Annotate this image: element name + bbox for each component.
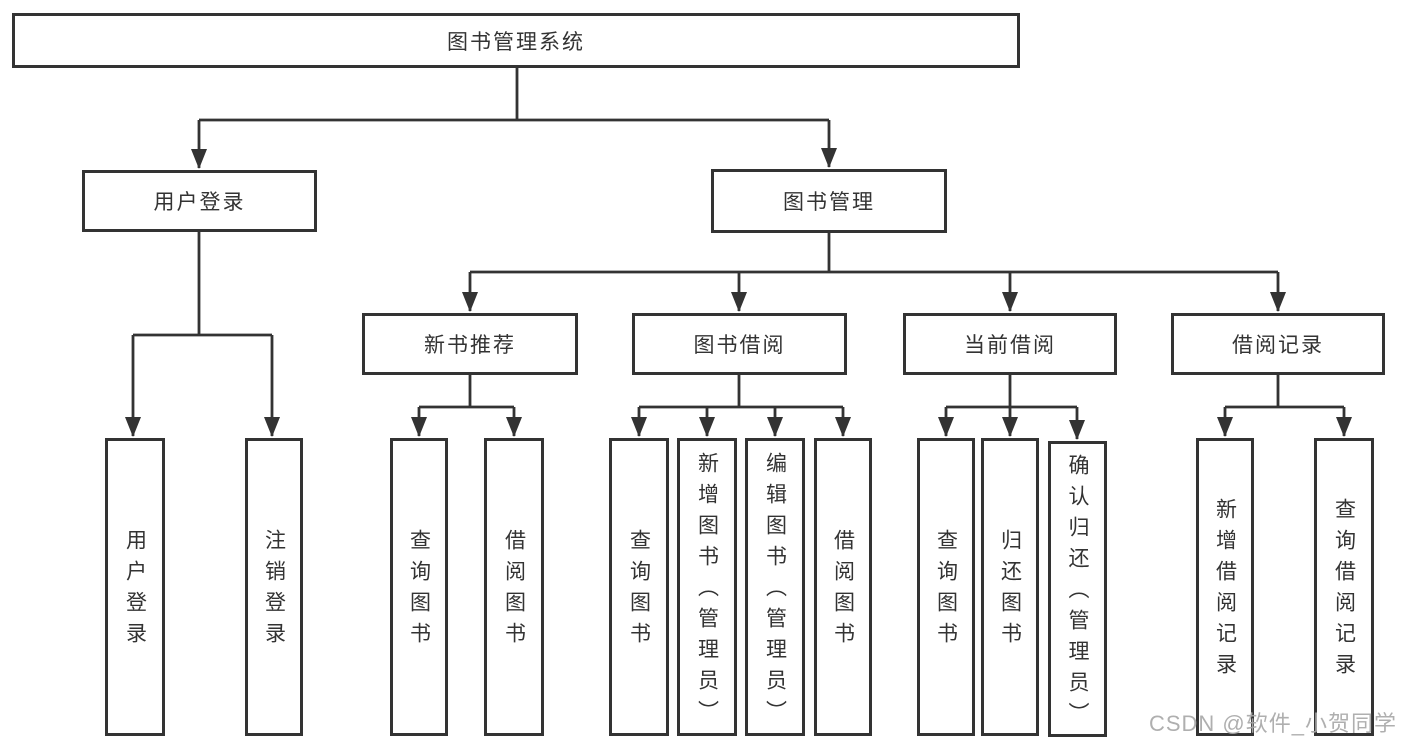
node-new-book-recommend-label: 新书推荐	[424, 334, 516, 357]
leaf-user-login-label: 用户登录	[123, 529, 147, 653]
node-root-system: 图书管理系统	[12, 13, 1020, 68]
node-new-book-recommend: 新书推荐	[362, 313, 578, 375]
node-current-borrow: 当前借阅	[903, 313, 1117, 375]
leaf-edit-books-admin-label: 编辑图书（管理员）	[763, 451, 787, 731]
leaf-query-books-1-label: 查询图书	[407, 529, 431, 653]
node-root-label: 图书管理系统	[447, 30, 585, 54]
leaf-add-borrow-record-label: 新增借阅记录	[1213, 498, 1237, 684]
leaf-add-books-admin: 新增图书（管理员）	[677, 438, 737, 736]
leaf-add-books-admin-label: 新增图书（管理员）	[695, 451, 719, 731]
leaf-confirm-return-admin: 确认归还（管理员）	[1048, 441, 1107, 737]
leaf-return-books-label: 归还图书	[998, 529, 1022, 653]
leaf-query-books-2: 查询图书	[609, 438, 669, 736]
node-user-login-label: 用户登录	[153, 191, 246, 214]
leaf-edit-books-admin: 编辑图书（管理员）	[745, 438, 805, 736]
leaf-query-books-3-label: 查询图书	[934, 529, 958, 653]
leaf-logout: 注销登录	[245, 438, 303, 736]
leaf-confirm-return-admin-label: 确认归还（管理员）	[1066, 453, 1089, 733]
leaf-borrow-books-1-label: 借阅图书	[502, 529, 526, 653]
node-borrow-records: 借阅记录	[1171, 313, 1385, 375]
leaf-borrow-books-2-label: 借阅图书	[831, 529, 855, 653]
leaf-return-books: 归还图书	[981, 438, 1039, 736]
leaf-borrow-books-1: 借阅图书	[484, 438, 544, 736]
node-borrow-records-label: 借阅记录	[1232, 334, 1324, 357]
csdn-watermark: CSDN @软件_小贺同学	[1148, 711, 1397, 736]
leaf-query-books-3: 查询图书	[917, 438, 975, 736]
leaf-query-books-2-label: 查询图书	[627, 529, 651, 653]
node-book-management-label: 图书管理	[783, 191, 875, 214]
leaf-logout-label: 注销登录	[262, 529, 286, 653]
leaf-borrow-books-2: 借阅图书	[814, 438, 872, 736]
node-book-borrow-label: 图书借阅	[693, 334, 786, 357]
node-book-management: 图书管理	[711, 169, 947, 233]
node-current-borrow-label: 当前借阅	[964, 334, 1056, 357]
leaf-add-borrow-record: 新增借阅记录	[1196, 438, 1254, 736]
leaf-query-borrow-record: 查询借阅记录	[1314, 438, 1374, 736]
leaf-query-books-1: 查询图书	[390, 438, 448, 736]
leaf-user-login: 用户登录	[105, 438, 165, 736]
leaf-query-borrow-record-label: 查询借阅记录	[1332, 498, 1356, 684]
node-user-login: 用户登录	[82, 170, 317, 232]
node-book-borrow: 图书借阅	[632, 313, 847, 375]
